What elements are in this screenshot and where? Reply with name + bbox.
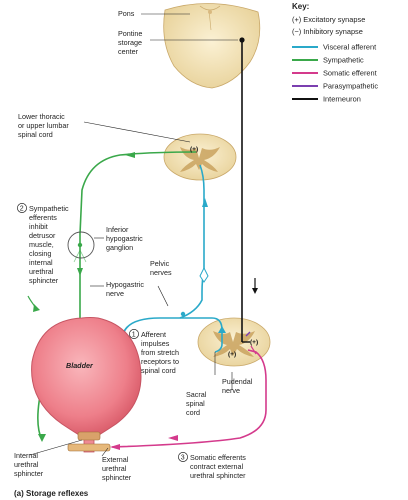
step-3-text-1: Somatic efferents (190, 453, 246, 462)
leader-lines (29, 13, 238, 457)
step-2-number: 2 (20, 206, 24, 213)
lower-thoracic-label-2: or upper lumbar (18, 121, 69, 130)
key-title: Key: (292, 2, 309, 11)
interneuron-pathway (239, 37, 258, 343)
pontine-label-1: Pontine (118, 29, 142, 38)
inferior-hypogastric-label-3: ganglion (106, 243, 133, 252)
step-2-text-4: detrusor (29, 231, 56, 240)
step-3-badge (178, 452, 188, 462)
step-2-text-9: sphincter (29, 276, 59, 285)
sympathetic-arrow (125, 152, 135, 158)
step-1-badge (129, 329, 139, 339)
step-2-text-8: urethral (29, 267, 54, 276)
excitatory-mark-sacral-b: (+) (250, 339, 258, 346)
key-item-excitatory: (+) Excitatory synapse (292, 15, 365, 24)
pontine-neuron-body (239, 37, 245, 43)
pelvic-nerves-label-1: Pelvic (150, 259, 170, 268)
external-sphincter-label-1: External (102, 455, 129, 464)
hypogastric-nerve-label-1: Hypogastric (106, 280, 144, 289)
step-3-number: 3 (181, 455, 185, 462)
internal-sphincter-label-3: sphincter (14, 469, 44, 478)
step-3-text-3: urethral sphincter (190, 471, 246, 480)
external-sphincter-shape (67, 443, 111, 452)
key-legend: Key: (+) Excitatory synapse (−) Inhibito… (292, 2, 378, 104)
afferent-ganglion (180, 311, 186, 317)
key-item-parasympathetic: Parasympathetic (323, 82, 378, 91)
key-item-somatic-efferent: Somatic efferent (323, 69, 377, 78)
excitatory-mark-upper: (+) (190, 146, 198, 153)
internal-sphincter-label-2: urethral (14, 460, 39, 469)
step-2-text-6: closing (29, 249, 51, 258)
hypogastric-nerve-label-2: nerve (106, 289, 124, 298)
internal-sphincter-shape (77, 431, 101, 441)
step-1-text-3: from stretch (141, 348, 179, 357)
step-1-number: 1 (132, 332, 136, 339)
figure-caption: (a) Storage reflexes (14, 489, 89, 498)
sacral-cord-label-2: spinal (186, 399, 205, 408)
pudendal-nerve-label-2: nerve (222, 386, 240, 395)
key-item-interneuron: Interneuron (323, 95, 361, 104)
inferior-hypogastric-ganglion (67, 231, 95, 259)
step-2-text-7: internal (29, 258, 53, 267)
afferent-arrow-up (202, 198, 208, 207)
parasympathetic-pathway (245, 331, 251, 337)
external-sphincter-label-3: sphincter (102, 473, 132, 482)
step-3-text-2: contract external (190, 462, 244, 471)
pontine-label-3: center (118, 47, 139, 56)
step-2-text-2: efferents (29, 213, 57, 222)
lower-thoracic-label-3: spinal cord (18, 130, 53, 139)
step-2-text-5: muscle, (29, 240, 54, 249)
step-2-text-1: Sympathetic (29, 204, 69, 213)
key-item-visceral-afferent: Visceral afferent (323, 43, 376, 52)
inferior-hypogastric-label-2: hypogastric (106, 234, 143, 243)
step-2-badge (17, 203, 27, 213)
step-1-text-2: impulses (141, 339, 170, 348)
thoracolumbar-cord-section (163, 133, 237, 181)
pons-label: Pons (118, 9, 135, 18)
step-1-text-4: receptors to (141, 357, 179, 366)
pontine-label-2: storage (118, 38, 142, 47)
internal-sphincter-label-1: Internal (14, 451, 38, 460)
key-item-sympathetic: Sympathetic (323, 56, 364, 65)
lower-thoracic-label-1: Lower thoracic (18, 112, 65, 121)
pudendal-nerve-label-1: Pudendal (222, 377, 253, 386)
pons-section (163, 3, 261, 89)
step-1-text-5: spinal cord (141, 366, 176, 375)
sacral-cord-section (197, 317, 271, 367)
somatic-efferent-pathway (110, 345, 267, 450)
pons-aqueduct (208, 10, 212, 14)
inferior-hypogastric-label-1: Inferior (106, 225, 129, 234)
bladder-label: Bladder (66, 361, 94, 370)
step-1-text-1: Afferent (141, 330, 166, 339)
external-sphincter-label-2: urethral (102, 464, 127, 473)
pelvic-nerves-label-2: nerves (150, 268, 172, 277)
sacral-cord-label-3: cord (186, 408, 200, 417)
visceral-afferent-pathway (120, 164, 226, 353)
labels: Pons Pontine storage center Lower thorac… (14, 9, 258, 498)
step-2-text-3: inhibit (29, 222, 48, 231)
excitatory-mark-sacral-a: (+) (228, 351, 236, 358)
key-item-inhibitory: (−) Inhibitory synapse (292, 27, 363, 36)
bladder (31, 317, 142, 453)
sacral-cord-label-1: Sacral (186, 390, 207, 399)
